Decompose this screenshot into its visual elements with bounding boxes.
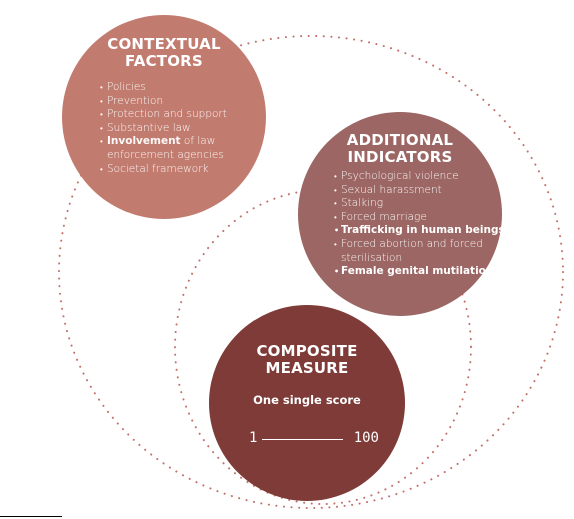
list-item: Sexual harassment bbox=[334, 184, 506, 198]
footer-rule bbox=[0, 516, 62, 517]
list-item: Involvement of law enforcement agencies bbox=[100, 135, 268, 162]
outer-dotted-ring bbox=[58, 35, 564, 509]
composite-measure-circle: COMPOSITE MEASURE One single score 1 100 bbox=[209, 305, 405, 501]
list-item: Psychological violence bbox=[334, 170, 506, 184]
score-scale: 1 100 bbox=[249, 429, 379, 449]
list-item-strong: Involvement bbox=[107, 135, 181, 148]
scale-line bbox=[262, 439, 343, 440]
list-item: Substantive law bbox=[100, 122, 268, 136]
list-item: Female genital mutilation bbox=[334, 265, 506, 279]
contextual-factors-circle: CONTEXTUAL FACTORS Policies Prevention P… bbox=[62, 15, 266, 219]
list-item: Societal framework bbox=[100, 163, 268, 177]
composite-measure-subtitle: One single score bbox=[253, 393, 361, 407]
list-item-rest: of law enforcement agencies bbox=[107, 135, 224, 161]
inner-dotted-ring bbox=[174, 189, 472, 505]
contextual-factors-list: Policies Prevention Protection and suppo… bbox=[100, 81, 268, 176]
list-item: Stalking bbox=[334, 197, 506, 211]
additional-indicators-list: Psychological violence Sexual harassment… bbox=[334, 170, 506, 279]
list-item: Prevention bbox=[100, 95, 268, 109]
scale-min: 1 bbox=[249, 430, 258, 446]
scale-max: 100 bbox=[353, 430, 379, 446]
list-item: Policies bbox=[100, 81, 268, 95]
contextual-factors-title: CONTEXTUAL FACTORS bbox=[107, 35, 221, 70]
list-item: Trafficking in human beings bbox=[334, 224, 506, 238]
list-item: Forced abortion and forced sterilisation bbox=[334, 238, 506, 265]
composite-measure-title: COMPOSITE MEASURE bbox=[256, 342, 358, 377]
additional-indicators-circle: ADDITIONAL INDICATORS Psychological viol… bbox=[298, 112, 505, 316]
list-item: Forced marriage bbox=[334, 211, 506, 225]
list-item: Protection and support bbox=[100, 108, 268, 122]
additional-indicators-title: ADDITIONAL INDICATORS bbox=[346, 131, 454, 166]
